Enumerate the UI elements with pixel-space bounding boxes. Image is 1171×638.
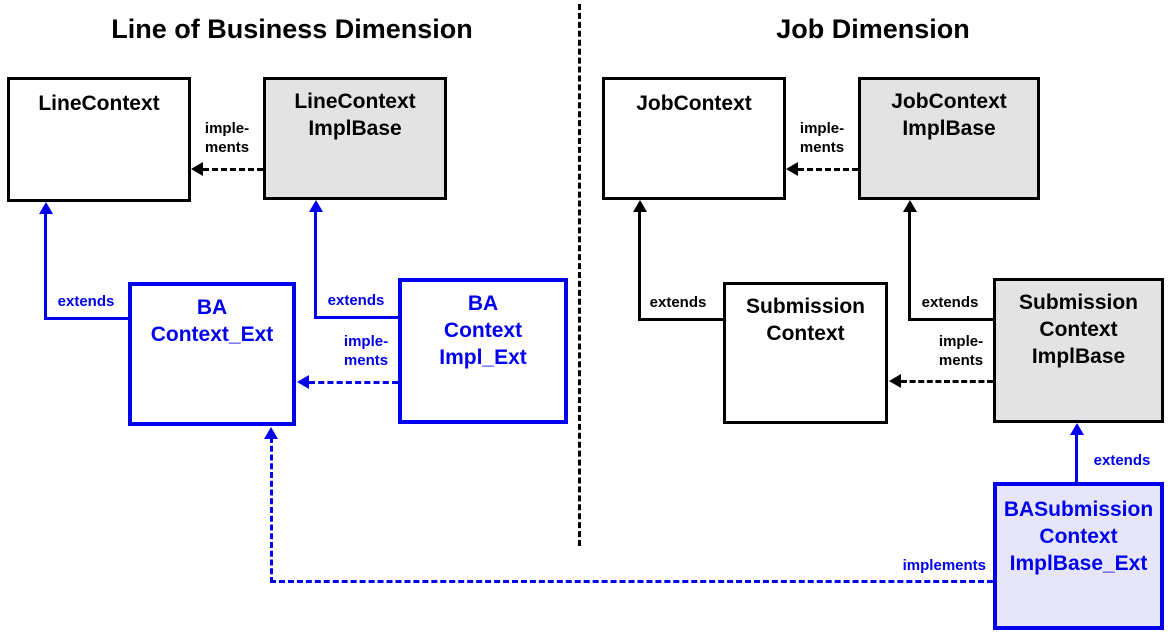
class-box-ba-submission-context-implbase-ext: BASubmission Context ImplBase_Ext (993, 482, 1164, 630)
implements-label-line: ments (799, 139, 845, 156)
dimension-divider-line (578, 4, 581, 546)
extends-arrowhead-ba-submission (1070, 423, 1084, 435)
extends-line-vertical-ba-context-ext (44, 212, 47, 320)
implements-label-line: imple- (204, 120, 250, 137)
implements-label-line: imple- (799, 120, 845, 137)
extends-line-horizontal-submission-implbase (908, 318, 993, 321)
extends-line-vertical-submission-context (638, 210, 641, 321)
class-box-label: Context (443, 319, 523, 342)
class-box-label: Submission (745, 295, 866, 318)
extends-label-ba-submission: extends (1093, 452, 1151, 469)
class-box-submission-context-implbase: Submission Context ImplBase (993, 278, 1164, 423)
implements-dashed-line-horizontal-ba-submission (270, 580, 993, 583)
class-box-label: Context (766, 322, 845, 345)
class-box-label: BA (196, 296, 228, 319)
extends-arrowhead-submission-implbase (903, 200, 917, 212)
title-line-of-business-dimension: Line of Business Dimension (111, 14, 473, 44)
implements-label-jobcontext: imple- ments (791, 119, 853, 157)
implements-label-submission: imple- ments (930, 332, 992, 370)
implements-arrowhead-ba-submission (264, 427, 278, 439)
implements-dashed-line-linecontext (203, 168, 263, 171)
class-box-label: LineContext (294, 90, 416, 113)
class-box-ba-context-impl-ext: BA Context Impl_Ext (398, 278, 568, 424)
extends-label-submission-context: extends (649, 294, 707, 311)
extends-arrowhead-submission-context (633, 200, 647, 212)
class-box-label: Context_Ext (150, 323, 274, 346)
class-box-label: BASubmission (1003, 498, 1154, 521)
extends-arrowhead-ba-context-ext (39, 202, 53, 214)
extends-line-vertical-ba-context-impl-ext (314, 210, 317, 319)
implements-arrowhead-ba-context (297, 375, 309, 389)
extends-line-vertical-submission-implbase (908, 210, 911, 321)
class-box-ba-context-ext: BA Context_Ext (128, 282, 296, 426)
extends-label-submission-implbase: extends (921, 294, 979, 311)
class-box-label: LineContext (38, 92, 160, 115)
implements-arrowhead-jobcontext (786, 162, 798, 176)
extends-line-horizontal-ba-context-impl-ext (314, 316, 398, 319)
class-box-submission-context: Submission Context (723, 282, 888, 424)
class-box-label: ImplBase (308, 117, 402, 140)
class-box-label: Impl_Ext (439, 346, 527, 369)
implements-label-ba-submission: implements (902, 557, 986, 574)
extends-arrowhead-ba-context-impl-ext (309, 200, 323, 212)
implements-dashed-line-submission (901, 380, 993, 383)
implements-arrowhead-submission (889, 374, 901, 388)
class-box-label: Context (1039, 525, 1118, 548)
implements-label-linecontext: imple- ments (196, 119, 258, 157)
class-box-label: BA (467, 292, 499, 315)
class-box-linecontext-implbase: LineContext ImplBase (263, 77, 447, 200)
implements-label-ba-context: imple- ments (335, 332, 397, 370)
implements-label-line: imple- (343, 333, 389, 350)
extends-line-horizontal-ba-context-ext (44, 317, 128, 320)
class-box-label: Context (1039, 318, 1118, 341)
class-box-label: JobContext (891, 90, 1007, 113)
class-box-label: ImplBase (902, 117, 996, 140)
class-box-label: ImplBase (1031, 345, 1126, 368)
extends-label-ba-context-ext: extends (57, 293, 115, 310)
implements-label-line: ments (938, 352, 984, 369)
class-box-jobcontext-implbase: JobContext ImplBase (858, 77, 1040, 200)
implements-label-line: ments (343, 352, 389, 369)
class-box-jobcontext: JobContext (602, 77, 786, 200)
class-box-linecontext: LineContext (7, 77, 191, 202)
extends-line-horizontal-submission-context (638, 318, 723, 321)
extends-line-vertical-ba-submission (1075, 433, 1078, 482)
extends-label-ba-context-impl-ext: extends (327, 292, 385, 309)
implements-dashed-line-jobcontext (798, 168, 858, 171)
class-box-label: JobContext (636, 92, 752, 115)
implements-dashed-line-ba-context (309, 381, 398, 384)
implements-label-line: ments (204, 139, 250, 156)
implements-dashed-line-vertical-ba-submission (270, 437, 273, 583)
implements-label-line: imple- (938, 333, 984, 350)
class-box-label: ImplBase_Ext (1009, 552, 1148, 575)
implements-arrowhead-linecontext (191, 162, 203, 176)
class-box-label: Submission (1018, 291, 1139, 314)
title-job-dimension: Job Dimension (776, 14, 970, 44)
